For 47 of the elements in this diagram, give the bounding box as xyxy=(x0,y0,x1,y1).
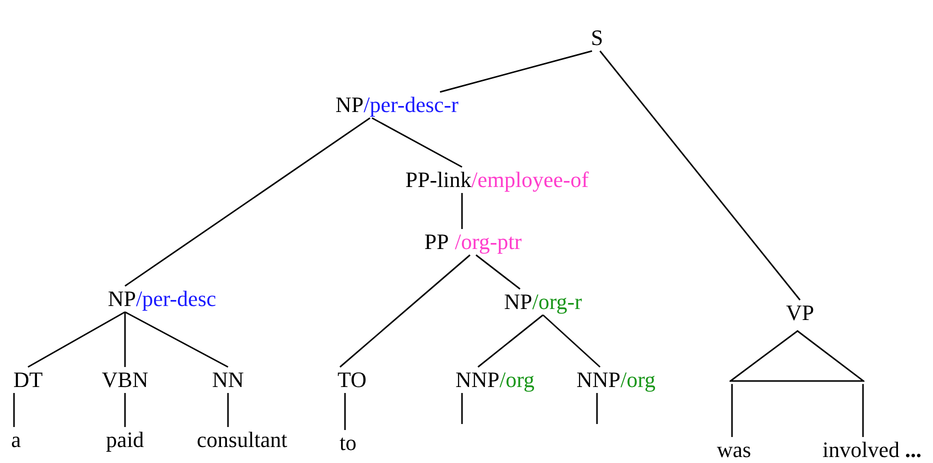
semantic-tag-label: /per-desc xyxy=(136,288,216,310)
category-label: VP xyxy=(786,302,814,324)
tree-branch-line xyxy=(596,393,598,424)
tree-branch-line xyxy=(599,50,801,300)
tree-branch-line xyxy=(340,254,470,368)
semantic-tag-label: /org xyxy=(620,369,656,391)
category-label: S xyxy=(590,27,604,49)
category-label: NN xyxy=(212,369,244,391)
tree-branch-line xyxy=(227,393,229,427)
tree-branch-line xyxy=(478,314,544,368)
tree-branch-line xyxy=(124,393,126,427)
tree-branch-line xyxy=(124,117,370,287)
word-label: consultant xyxy=(196,429,288,451)
tree-branch-line xyxy=(124,312,126,367)
tree-branch-line xyxy=(372,117,462,168)
category-label: NP xyxy=(108,288,136,310)
tree-branch-line xyxy=(13,393,15,427)
semantic-tag-label: /org-r xyxy=(532,291,582,313)
category-label: NP xyxy=(504,291,532,313)
triangle-shape xyxy=(730,330,864,382)
word-label: was xyxy=(716,439,752,461)
category-label: TO xyxy=(338,369,366,391)
tree-branch-line xyxy=(731,384,733,437)
semantic-tag-label: /org xyxy=(499,369,535,391)
semantic-tag-label: /employee-of xyxy=(471,169,589,191)
tree-branch-line xyxy=(862,384,864,437)
tree-branch-line xyxy=(344,393,346,430)
category-label: PP xyxy=(424,231,449,253)
word-label: involved ... xyxy=(822,439,922,461)
tree-branch-line xyxy=(124,311,228,368)
word-label: to xyxy=(339,432,357,454)
tree-branch-line xyxy=(440,50,592,93)
word-label: a xyxy=(11,429,21,451)
tree-branch-line xyxy=(476,254,520,290)
tree-branch-line xyxy=(461,393,463,424)
word-label: paid xyxy=(106,429,144,451)
category-label: NNP xyxy=(576,369,620,391)
semantic-tag-label: /per-desc-r xyxy=(364,94,458,116)
category-label: NNP xyxy=(455,369,500,391)
category-label: PP-link xyxy=(405,169,472,191)
semantic-tag-label: /org-ptr xyxy=(454,231,522,253)
tree-branch-line xyxy=(542,314,600,368)
category-label: VBN xyxy=(102,369,148,391)
category-label: NP xyxy=(336,94,364,116)
tree-branch-line xyxy=(28,311,126,368)
category-label: DT xyxy=(13,369,43,391)
tree-branch-line xyxy=(461,193,463,229)
